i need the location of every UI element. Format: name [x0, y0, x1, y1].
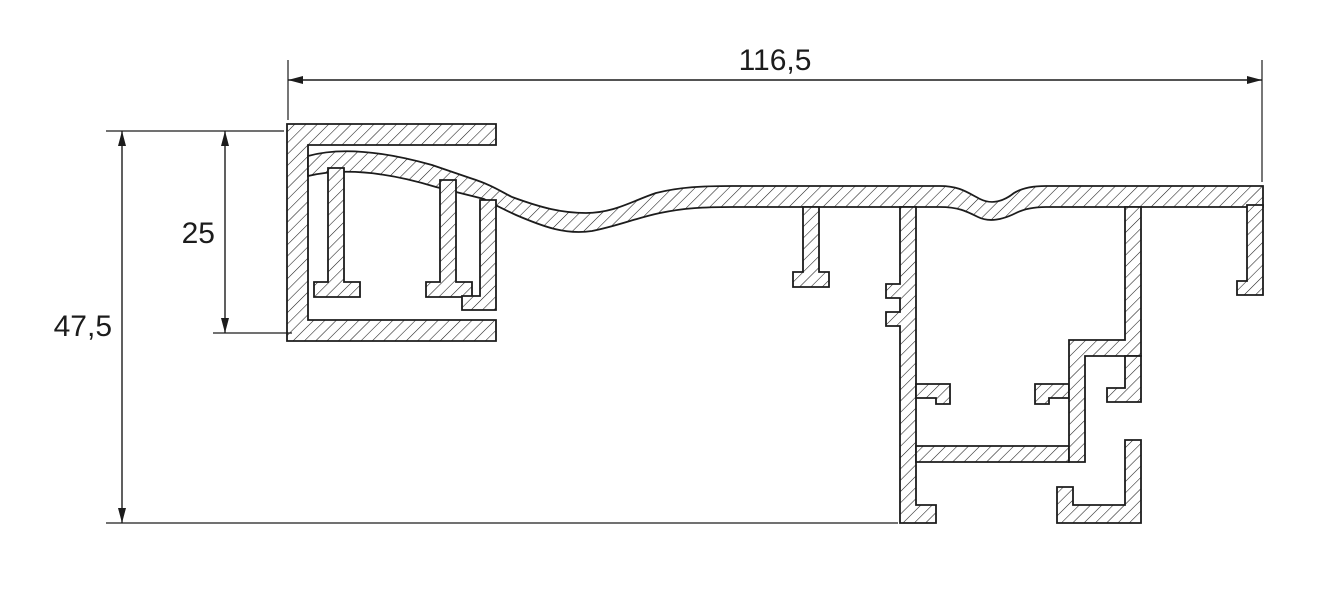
profile-box-hook-right	[1034, 383, 1070, 405]
profile-box-hook-left	[915, 383, 951, 405]
dimension-inner-height: 25	[182, 131, 292, 334]
profile-bottom-right-channel	[1056, 439, 1142, 524]
profile-mid-stub	[792, 206, 830, 288]
profile-section	[286, 123, 1264, 524]
profile-right-step	[1068, 206, 1142, 463]
profile-junction-hook	[461, 199, 497, 311]
dimension-width: 116,5	[287, 44, 1263, 182]
profile-far-right-leg	[1236, 204, 1264, 296]
dimension-inner-height-label: 25	[182, 217, 215, 250]
profile-c-channel	[286, 123, 497, 342]
profile-right-vertical-wall	[885, 206, 937, 524]
dimension-height: 47,5	[54, 130, 898, 524]
profile-box-bottom-bar	[915, 445, 1070, 463]
dimension-width-arrow-right	[1247, 76, 1262, 84]
dimension-height-arrow-top	[118, 131, 126, 146]
dimension-height-arrow-bottom	[118, 508, 126, 523]
profile-inner-stub-right	[425, 179, 473, 298]
dimension-height-label: 47,5	[54, 310, 112, 343]
dimension-width-arrow-left	[288, 76, 303, 84]
dimension-inner-height-arrow-top	[221, 131, 229, 146]
dimension-inner-height-arrow-bottom	[221, 318, 229, 333]
profile-inner-stub-left	[313, 167, 361, 298]
dimension-width-label: 116,5	[739, 44, 812, 77]
profile-right-wall-lower	[1106, 355, 1142, 403]
